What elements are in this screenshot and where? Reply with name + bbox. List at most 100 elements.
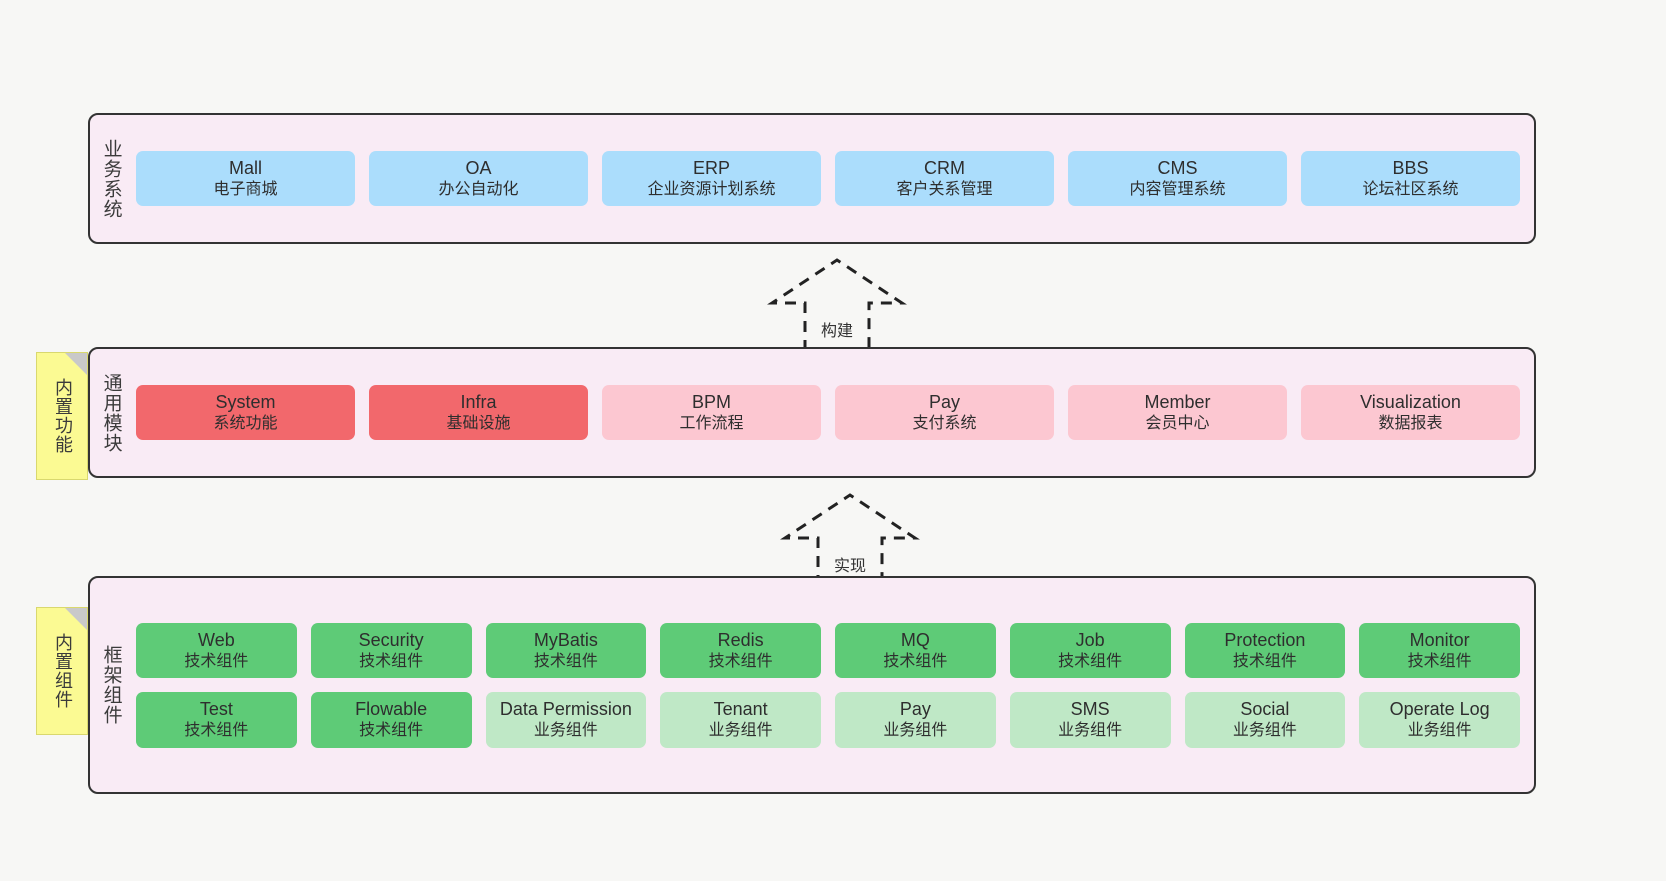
- node-row: Web 技术组件 Security 技术组件 MyBatis 技术组件 Redi…: [136, 622, 1520, 678]
- node-title: Flowable: [355, 699, 428, 719]
- node-subtitle: 业务组件: [533, 722, 598, 740]
- node-title: Member: [1144, 391, 1211, 412]
- node-pay-module[interactable]: Pay 支付系统: [835, 384, 1054, 441]
- node-title: Test: [199, 699, 233, 719]
- node-subtitle: 系统功能: [213, 414, 278, 432]
- layer-body-common: System 系统功能 Infra 基础设施 BPM 工作流程 Pay 支付系统…: [132, 349, 1534, 476]
- node-subtitle: 论坛社区系统: [1362, 180, 1459, 198]
- node-subtitle: 技术组件: [184, 652, 249, 670]
- node-member[interactable]: Member 会员中心: [1068, 384, 1287, 441]
- node-title: SMS: [1070, 699, 1110, 719]
- node-subtitle: 技术组件: [533, 652, 598, 670]
- node-subtitle: 基础设施: [446, 414, 511, 432]
- node-redis[interactable]: Redis 技术组件: [660, 622, 821, 678]
- node-row: System 系统功能 Infra 基础设施 BPM 工作流程 Pay 支付系统…: [136, 384, 1520, 441]
- node-title: Visualization: [1360, 391, 1461, 412]
- connector-implement-label: 实现: [833, 558, 866, 575]
- note-builtin-functions: 内置功能: [36, 352, 88, 480]
- node-title: Security: [358, 629, 424, 650]
- node-subtitle: 技术组件: [359, 722, 424, 740]
- node-social[interactable]: Social 业务组件: [1184, 692, 1346, 748]
- layer-body-framework: Web 技术组件 Security 技术组件 MyBatis 技术组件 Redi…: [132, 578, 1534, 792]
- connector-implement: 实现: [775, 490, 925, 586]
- node-title: MQ: [900, 629, 930, 650]
- node-title: CMS: [1157, 157, 1198, 178]
- node-subtitle: 企业资源计划系统: [647, 180, 776, 198]
- node-crm[interactable]: CRM 客户关系管理: [835, 150, 1054, 207]
- layer-body-business: Mall 电子商城 OA 办公自动化 ERP 企业资源计划系统 CRM 客户关系…: [132, 115, 1534, 242]
- note-builtin-components: 内置组件: [36, 607, 88, 735]
- node-subtitle: 技术组件: [359, 652, 424, 670]
- node-web[interactable]: Web 技术组件: [136, 622, 297, 678]
- layer-framework-components: 框架组件 Web 技术组件 Security 技术组件 MyBatis 技术组件…: [88, 576, 1536, 794]
- node-mq[interactable]: MQ 技术组件: [835, 622, 996, 678]
- node-subtitle: 业务组件: [883, 722, 948, 740]
- node-pay-component[interactable]: Pay 业务组件: [835, 692, 996, 748]
- node-title: Redis: [717, 629, 764, 650]
- node-subtitle: 数据报表: [1378, 414, 1443, 432]
- node-system[interactable]: System 系统功能: [136, 384, 355, 441]
- node-title: Data Permission: [499, 699, 632, 719]
- node-title: Pay: [899, 699, 931, 719]
- node-monitor[interactable]: Monitor 技术组件: [1359, 622, 1520, 678]
- node-subtitle: 技术组件: [883, 652, 948, 670]
- node-title: ERP: [692, 157, 730, 178]
- connector-build: 构建: [762, 255, 912, 351]
- node-data-permission[interactable]: Data Permission 业务组件: [485, 692, 647, 748]
- note-label: 内置组件: [52, 633, 73, 709]
- node-cms[interactable]: CMS 内容管理系统: [1068, 150, 1287, 207]
- node-operate-log[interactable]: Operate Log 业务组件: [1359, 692, 1520, 748]
- node-row: Test 技术组件 Flowable 技术组件 Data Permission …: [136, 692, 1520, 748]
- node-erp[interactable]: ERP 企业资源计划系统: [602, 150, 821, 207]
- layer-business-system: 业务系统 Mall 电子商城 OA 办公自动化 ERP 企业资源计划系统 CRM…: [88, 113, 1536, 244]
- node-subtitle: 业务组件: [1407, 722, 1472, 740]
- node-row: Mall 电子商城 OA 办公自动化 ERP 企业资源计划系统 CRM 客户关系…: [136, 150, 1520, 207]
- node-job[interactable]: Job 技术组件: [1009, 622, 1171, 678]
- node-subtitle: 支付系统: [912, 414, 977, 432]
- node-title: Infra: [460, 391, 497, 412]
- node-visualization[interactable]: Visualization 数据报表: [1301, 384, 1520, 441]
- node-test[interactable]: Test 技术组件: [136, 692, 297, 748]
- layer-title-framework: 框架组件: [100, 645, 122, 725]
- node-bbs[interactable]: BBS 论坛社区系统: [1301, 150, 1520, 207]
- node-subtitle: 技术组件: [1058, 652, 1123, 670]
- node-title: Mall: [228, 157, 262, 178]
- node-subtitle: 客户关系管理: [896, 180, 993, 198]
- node-flowable[interactable]: Flowable 技术组件: [310, 692, 472, 748]
- connector-build-label: 构建: [820, 323, 853, 340]
- node-title: Social: [1240, 699, 1290, 719]
- node-mall[interactable]: Mall 电子商城: [136, 150, 355, 207]
- node-subtitle: 业务组件: [1058, 722, 1123, 740]
- node-subtitle: 会员中心: [1145, 414, 1210, 432]
- node-protection[interactable]: Protection 技术组件: [1184, 622, 1346, 678]
- node-subtitle: 业务组件: [1232, 722, 1297, 740]
- node-security[interactable]: Security 技术组件: [310, 622, 472, 678]
- node-subtitle: 办公自动化: [438, 180, 519, 198]
- node-subtitle: 内容管理系统: [1129, 180, 1226, 198]
- node-title: System: [215, 391, 276, 412]
- node-title: OA: [465, 157, 492, 178]
- node-subtitle: 技术组件: [184, 722, 249, 740]
- layer-common-modules: 通用模块 System 系统功能 Infra 基础设施 BPM 工作流程 Pay…: [88, 347, 1536, 478]
- node-oa[interactable]: OA 办公自动化: [369, 150, 588, 207]
- node-infra[interactable]: Infra 基础设施: [369, 384, 588, 441]
- node-title: Monitor: [1409, 629, 1470, 650]
- node-subtitle: 工作流程: [679, 414, 744, 432]
- dashed-arrow-up-icon: [780, 493, 920, 586]
- node-title: Operate Log: [1389, 699, 1490, 719]
- node-bpm[interactable]: BPM 工作流程: [602, 384, 821, 441]
- node-title: Job: [1075, 629, 1105, 650]
- node-title: MyBatis: [533, 629, 598, 650]
- node-mybatis[interactable]: MyBatis 技术组件: [485, 622, 647, 678]
- node-title: CRM: [924, 157, 965, 178]
- layer-title-business: 业务系统: [100, 138, 122, 219]
- node-tenant[interactable]: Tenant 业务组件: [660, 692, 821, 748]
- node-title: BPM: [691, 391, 731, 412]
- node-subtitle: 电子商城: [213, 180, 278, 198]
- layer-title-common: 通用模块: [100, 372, 122, 453]
- node-sms[interactable]: SMS 业务组件: [1009, 692, 1171, 748]
- node-title: BBS: [1392, 157, 1429, 178]
- node-title: Pay: [928, 391, 961, 412]
- node-title: Web: [198, 629, 235, 650]
- node-title: Protection: [1224, 629, 1306, 650]
